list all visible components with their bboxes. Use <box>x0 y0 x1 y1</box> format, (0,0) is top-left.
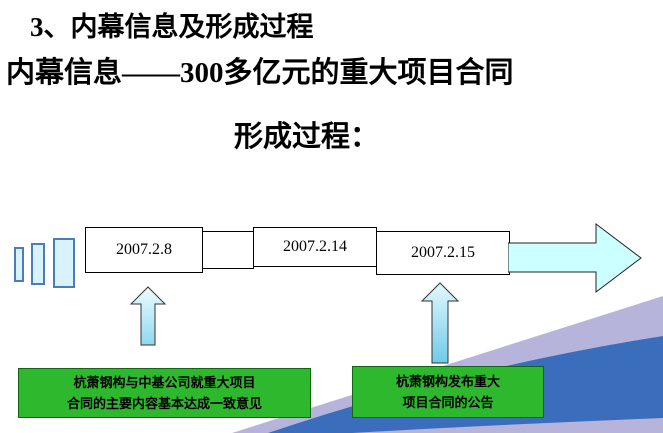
timeline-connector-box <box>202 231 254 269</box>
timeline-tick-medium <box>31 243 45 285</box>
callout-agreement-box: 杭萧钢构与中基公司就重大项目 合同的主要内容基本达成一致意见 <box>18 368 311 418</box>
timeline-tick-large <box>53 238 75 288</box>
callout-announcement-line1: 杭萧钢构发布重大 <box>395 374 500 389</box>
callout-agreement-line1: 杭萧钢构与中基公司就重大项目 <box>73 375 256 390</box>
timeline-date-box-2: 2007.2.14 <box>253 227 377 267</box>
timeline-date-2: 2007.2.14 <box>283 238 347 255</box>
slide-heading: 3、内幕信息及形成过程 <box>30 12 314 42</box>
slide-subtitle-line2: 形成过程： <box>233 121 379 153</box>
callout-agreement-line2: 合同的主要内容基本达成一致意见 <box>66 396 262 411</box>
up-arrow-right-icon <box>420 282 460 364</box>
up-arrow-right-shape <box>420 282 460 364</box>
forward-arrow-shape <box>508 222 642 294</box>
timeline-forward-arrow-icon <box>508 222 642 294</box>
callout-announcement-line2: 项目合同的公告 <box>402 395 494 410</box>
up-arrow-left-shape <box>129 286 167 346</box>
slide-subtitle-line1: 内幕信息——300多亿元的重大项目合同 <box>6 57 514 89</box>
timeline-tick-small <box>14 247 24 282</box>
timeline-date-1: 2007.2.8 <box>116 241 172 258</box>
timeline-date-3: 2007.2.15 <box>411 244 475 261</box>
timeline-date-box-1: 2007.2.8 <box>85 227 203 273</box>
up-arrow-left-icon <box>129 286 167 346</box>
timeline-date-box-3: 2007.2.15 <box>376 231 510 275</box>
callout-announcement-box: 杭萧钢构发布重大 项目合同的公告 <box>352 366 544 418</box>
